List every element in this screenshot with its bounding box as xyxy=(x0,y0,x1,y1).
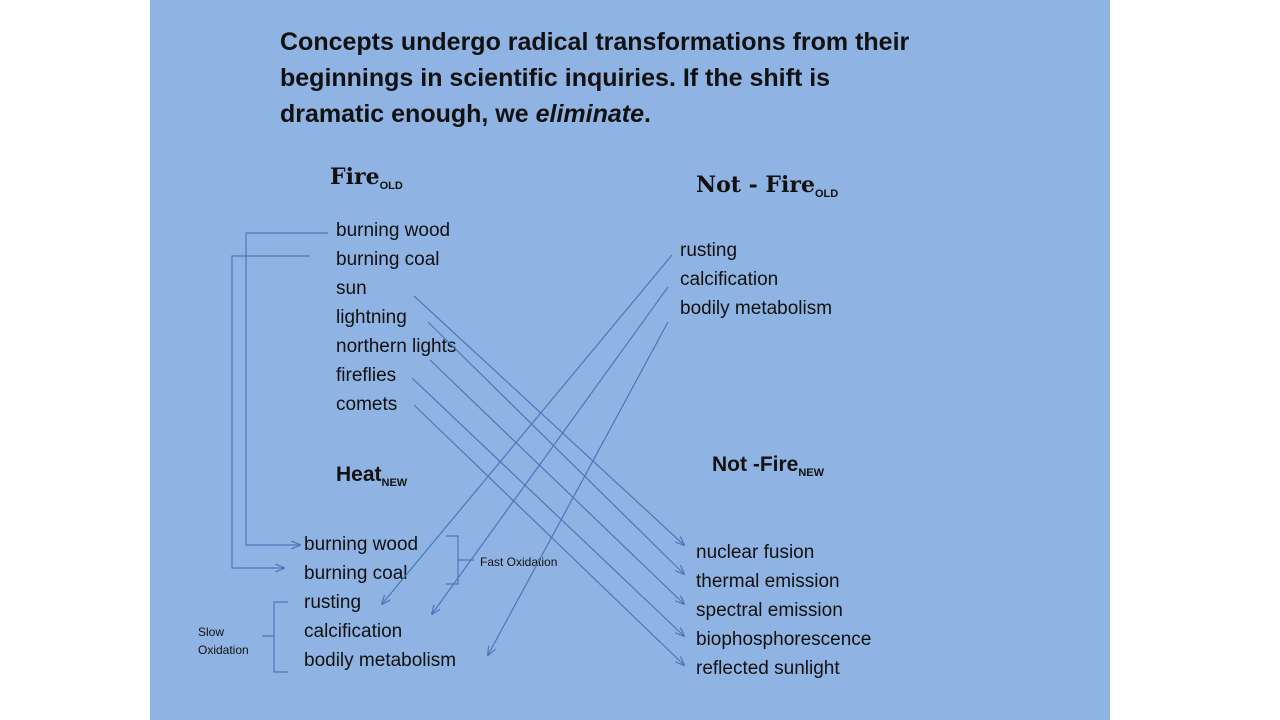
fire-old-label: Fire xyxy=(330,164,380,190)
heat-new-label: Heat xyxy=(336,463,382,486)
arrow-bodily-metabolism xyxy=(488,321,669,655)
slow-oxidation-bracket xyxy=(262,601,288,673)
list-item: rusting xyxy=(680,240,738,261)
list-item: calcification xyxy=(680,269,779,290)
arrow-lightning xyxy=(427,321,684,574)
list-item: burning wood xyxy=(304,534,419,555)
arrow-calcification xyxy=(432,286,669,614)
heat-new-heading: HeatNEW xyxy=(336,463,407,489)
arrow-burning-coal xyxy=(231,255,310,568)
slow-oxidation-label: Slow Oxidation xyxy=(198,623,249,659)
list-item: burning wood xyxy=(336,220,451,241)
list-item: thermal emission xyxy=(696,571,840,592)
list-item: calcification xyxy=(304,621,403,642)
list-item: reflected sunlight xyxy=(696,658,840,679)
arrow-sun xyxy=(413,295,684,545)
fire-old-heading: FireOLD xyxy=(330,164,403,192)
list-item: rusting xyxy=(304,592,362,613)
list-item: comets xyxy=(336,394,398,415)
fire-old-list: burning wood burning coal sun lightning … xyxy=(336,216,456,419)
list-item: nuclear fusion xyxy=(696,542,815,563)
not-fire-old-label: Not - Fire xyxy=(696,172,815,198)
title-line-3-text: dramatic enough, we xyxy=(280,100,536,128)
list-item: fireflies xyxy=(336,365,397,386)
arrow-comets xyxy=(413,404,684,665)
list-item: burning coal xyxy=(336,249,440,270)
not-fire-old-list: rusting calcification bodily metabolism xyxy=(680,236,832,323)
fast-oxidation-label: Fast Oxidation xyxy=(480,555,558,569)
title-line-3: dramatic enough, we eliminate. xyxy=(280,96,909,132)
list-item: northern lights xyxy=(336,336,457,357)
slide-title: Concepts undergo radical transformations… xyxy=(280,24,909,132)
slow-oxidation-line-2: Oxidation xyxy=(198,643,249,657)
title-period: . xyxy=(643,100,651,128)
slow-oxidation-line-1: Slow xyxy=(198,625,225,639)
arrow-burning-wood xyxy=(245,232,328,545)
list-item: lightning xyxy=(336,307,407,328)
not-fire-new-heading: Not -FireNEW xyxy=(712,453,824,479)
arrow-northern-lights xyxy=(429,359,684,604)
list-item: spectral emission xyxy=(696,600,843,621)
not-fire-new-subscript: NEW xyxy=(798,467,824,479)
list-item: sun xyxy=(336,278,367,299)
arrow-fireflies xyxy=(411,377,684,636)
not-fire-new-list: nuclear fusion thermal emission spectral… xyxy=(696,538,871,683)
title-line-1: Concepts undergo radical transformations… xyxy=(280,28,910,56)
list-item: biophosphorescence xyxy=(696,629,872,650)
arrow-rusting xyxy=(382,254,673,604)
fast-oxidation-bracket xyxy=(446,535,474,585)
heat-new-subscript: NEW xyxy=(381,477,408,489)
slide-background xyxy=(150,0,1110,720)
title-emphasis: eliminate xyxy=(535,100,644,128)
heat-new-list: burning wood burning coal rusting calcif… xyxy=(304,530,456,675)
fire-old-subscript: OLD xyxy=(379,180,403,192)
title-line-2: beginnings in scientific inquiries. If t… xyxy=(280,64,831,92)
list-item: burning coal xyxy=(304,563,408,584)
not-fire-old-subscript: OLD xyxy=(814,188,839,200)
not-fire-old-heading: Not - FireOLD xyxy=(696,172,838,200)
not-fire-new-label: Not -Fire xyxy=(712,453,799,476)
list-item: bodily metabolism xyxy=(680,298,833,319)
list-item: bodily metabolism xyxy=(304,650,457,671)
